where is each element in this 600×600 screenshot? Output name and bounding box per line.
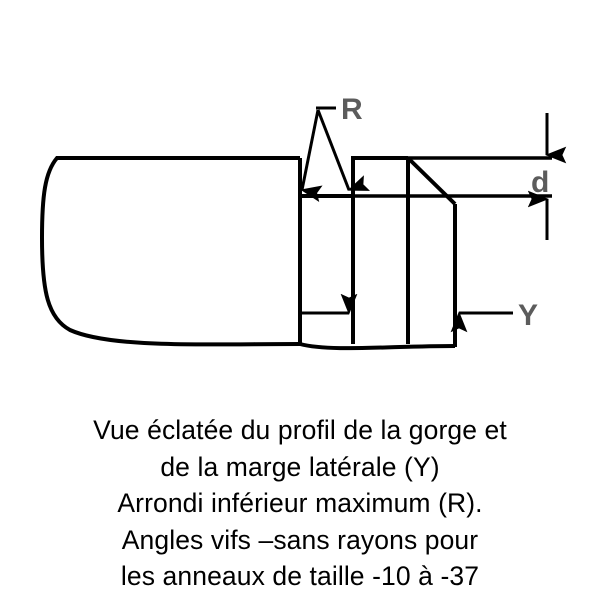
caption-line-4: Angles vifs –sans rayons pour <box>121 524 479 555</box>
caption-line-2: de la marge latérale (Y) <box>160 451 440 482</box>
ring-body-outline <box>39 156 301 347</box>
r-leader-left <box>300 109 323 203</box>
radius-label-R: R <box>341 93 363 126</box>
block-bottom-edge <box>299 342 456 351</box>
caption-line-5: les anneaux de taille -10 à -37 <box>120 561 480 591</box>
caption-line-1: Vue éclatée du profil de la gorge et <box>93 415 507 445</box>
figure-caption: Vue éclatée du profil de la gorge et de … <box>0 412 600 595</box>
depth-label-d: d <box>531 166 549 199</box>
side-margin-label-Y: Y <box>518 299 538 332</box>
caption-line-3: Arrondi inférieur maximum (R). <box>117 488 483 518</box>
r-leader-right <box>316 109 370 191</box>
